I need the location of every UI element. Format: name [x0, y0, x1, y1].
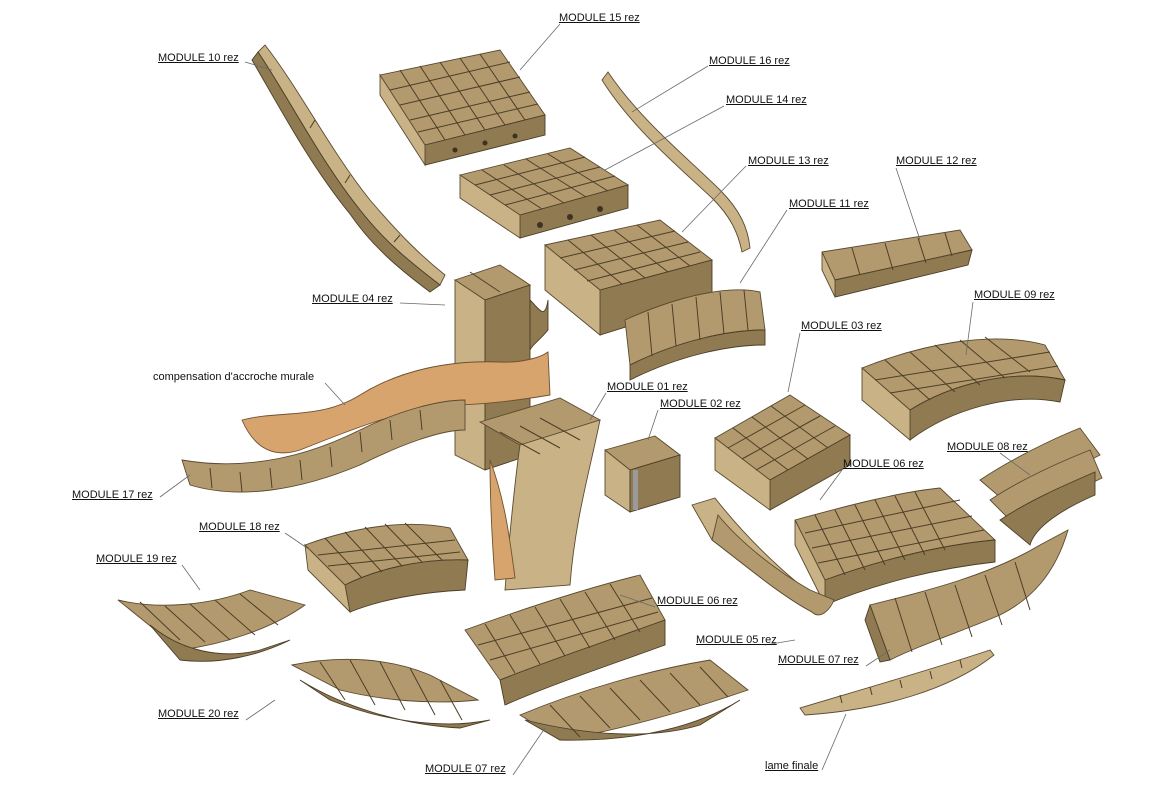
- module-03-part: [714, 394, 851, 511]
- label-module-16: MODULE 16 rez: [709, 55, 790, 67]
- module-10-part: [251, 44, 446, 293]
- label-compensation: compensation d'accroche murale: [153, 371, 315, 383]
- module-19-part: [117, 589, 307, 662]
- label-module-06-bottom: MODULE 06 rez: [657, 595, 738, 607]
- module-18-part: [304, 522, 469, 614]
- module-06-right-part: [794, 487, 997, 606]
- label-module-05: MODULE 05 rez: [696, 634, 777, 646]
- module-05-part: [691, 497, 835, 616]
- label-module-07-bottom: MODULE 07 rez: [425, 763, 506, 775]
- label-module-03: MODULE 03 rez: [801, 320, 882, 332]
- module-08-part: [979, 427, 1103, 546]
- module-17-part: [181, 399, 466, 493]
- lame-finale-part: [799, 649, 995, 716]
- label-module-15: MODULE 15 rez: [559, 12, 640, 24]
- label-lame-finale: lame finale: [765, 760, 819, 772]
- module-11-part: [624, 289, 766, 381]
- label-module-11: MODULE 11 rez: [789, 198, 869, 210]
- label-module-01: MODULE 01 rez: [607, 381, 688, 393]
- label-module-06-right: MODULE 06 rez: [843, 458, 924, 470]
- label-module-12: MODULE 12 rez: [896, 155, 977, 167]
- module-07-bottom-part: [519, 659, 749, 741]
- module-12-part: [821, 229, 973, 298]
- label-module-13: MODULE 13 rez: [748, 155, 829, 167]
- label-module-19: MODULE 19 rez: [96, 553, 177, 565]
- module-02-part: [604, 435, 681, 513]
- label-module-14: MODULE 14 rez: [726, 94, 807, 106]
- module-07-right-part: [864, 529, 1069, 663]
- module-20-part: [290, 658, 491, 729]
- module-01-part: [478, 397, 602, 591]
- leader-lines: [159, 23, 1031, 776]
- label-module-10: MODULE 10 rez: [158, 52, 239, 64]
- label-module-20: MODULE 20 rez: [158, 708, 239, 720]
- module-15-part: [379, 49, 546, 167]
- module-09-part: [861, 336, 1066, 441]
- label-module-08: MODULE 08 rez: [947, 441, 1028, 453]
- label-module-07-right: MODULE 07 rez: [778, 654, 859, 666]
- label-module-18: MODULE 18 rez: [199, 521, 280, 533]
- module-14-part: [458, 147, 630, 239]
- label-module-17: MODULE 17 rez: [72, 489, 153, 501]
- label-module-09: MODULE 09 rez: [974, 289, 1055, 301]
- label-module-04: MODULE 04 rez: [312, 293, 393, 305]
- label-module-02: MODULE 02 rez: [660, 398, 741, 410]
- compensation-part: [241, 351, 551, 454]
- module-16-part: [601, 71, 751, 253]
- module-06-bottom-part: [464, 574, 666, 706]
